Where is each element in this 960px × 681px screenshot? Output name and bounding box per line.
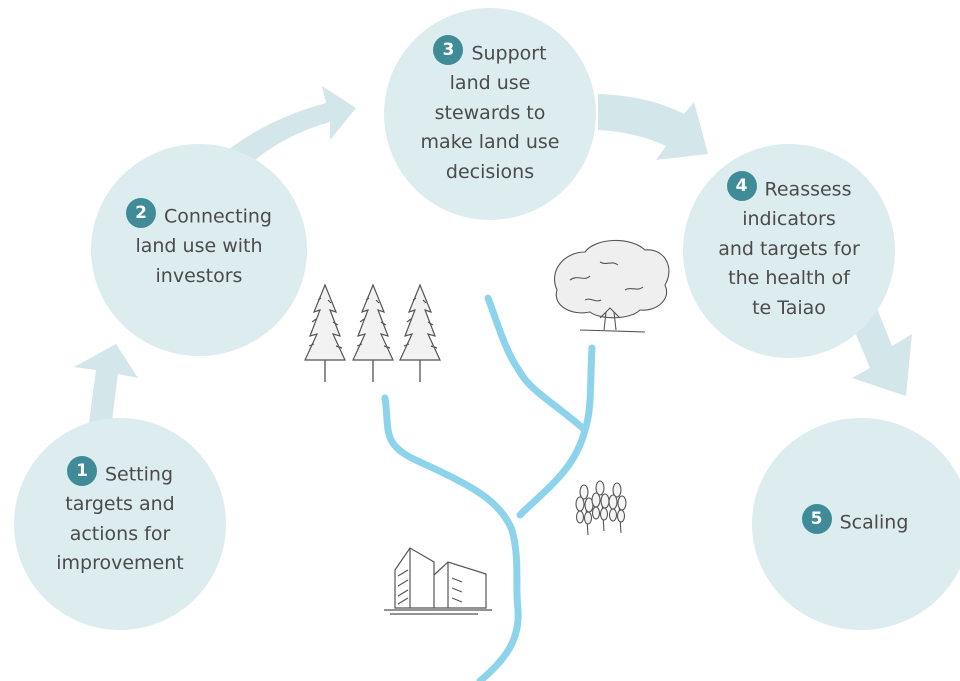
pine-trees-icon — [304, 283, 441, 383]
buildings-icon — [384, 547, 492, 615]
arrow-1-to-2 — [74, 344, 138, 436]
arrow-3-to-4 — [598, 94, 708, 160]
step-4-badge: 4 — [726, 171, 757, 201]
flow-arrows — [74, 86, 912, 436]
arrow-4-to-5 — [850, 306, 912, 396]
river-icon — [381, 294, 596, 681]
oak-tree-icon — [554, 239, 670, 333]
step-3-badge: 3 — [433, 35, 464, 65]
step-2-badge: 2 — [126, 198, 157, 228]
arrow-2-to-3 — [228, 86, 356, 168]
step-5-badge: 5 — [801, 504, 832, 534]
step-1-badge: 1 — [66, 456, 97, 486]
wheat-icon — [575, 480, 627, 536]
